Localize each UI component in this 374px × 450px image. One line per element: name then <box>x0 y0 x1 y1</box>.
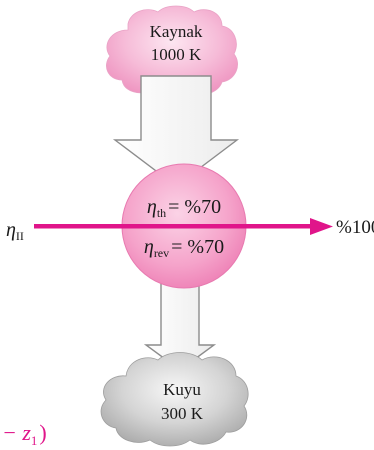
source-name: Kaynak <box>150 22 203 41</box>
eta-rev-subscript: rev <box>154 246 169 260</box>
max-efficiency-label: %100 <box>336 217 374 238</box>
sink-cloud-shape <box>101 353 248 447</box>
source-temperature: 1000 K <box>151 45 202 64</box>
second-law-arrow-shaft <box>34 224 314 229</box>
sink-name: Kuyu <box>163 380 201 399</box>
edge-fragment-main: − z <box>2 420 31 445</box>
eta-th-subscript: th <box>157 206 166 220</box>
edge-text-fragment: − z1) <box>2 420 47 448</box>
eta-th-symbol: η <box>147 196 157 218</box>
eta-ii-subscript: II <box>16 229 24 243</box>
edge-fragment-paren: ) <box>39 420 46 445</box>
sink-reservoir: Kuyu 300 K <box>101 353 248 447</box>
second-law-arrow-head <box>310 218 333 235</box>
sink-temperature: 300 K <box>161 404 204 423</box>
eta-th-value: = %70 <box>168 196 221 218</box>
eta-rev-value: = %70 <box>171 236 224 258</box>
eta-rev-symbol: η <box>144 236 154 258</box>
eta-ii-symbol: η <box>6 219 16 241</box>
eta-ii-label: ηII <box>6 219 24 243</box>
edge-fragment-sub: 1 <box>31 433 38 448</box>
